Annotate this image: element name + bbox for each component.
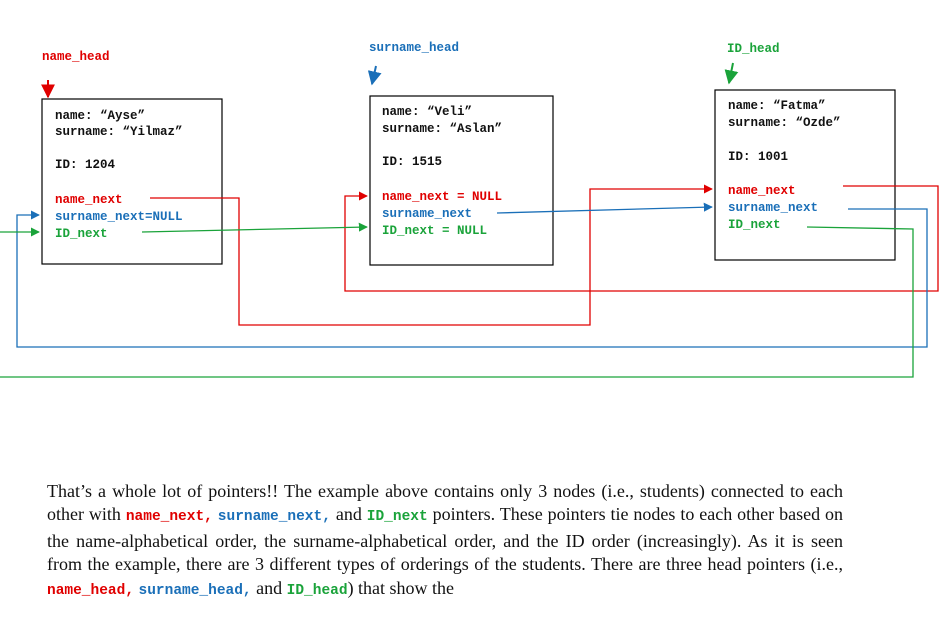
ayse-name-next-pointer (150, 184, 713, 326)
node-box-veli (369, 95, 554, 266)
code-id-head: ID_head (286, 582, 348, 599)
node2-id: ID: 1515 (382, 155, 442, 169)
node-box-ayse (41, 98, 223, 265)
node3-id: ID: 1001 (728, 150, 788, 164)
code-name-next: name_next, (125, 509, 213, 526)
paragraph-text-5: ) that show the (347, 577, 455, 598)
node-box-fatma (714, 89, 896, 261)
name-head-label: name_head (42, 50, 110, 64)
node3-name-next: name_next (728, 184, 796, 198)
node2-name: name: “Veli” (382, 105, 472, 119)
code-surname-head: surname_head, (138, 582, 252, 599)
paragraph-text-4: and (251, 577, 287, 598)
node3-surname: surname: “Ozde” (728, 116, 841, 130)
paragraph-text-1: That’s a whole lot of pointers!! The exa… (47, 481, 843, 525)
node1-surname: surname: “Yilmaz” (55, 125, 183, 139)
paragraph-text-3: pointers. These pointers tie nodes to ea… (47, 504, 843, 575)
node3-id-next: ID_next (728, 218, 781, 232)
node1-name: name: “Ayse” (55, 109, 145, 123)
linked-list-diagram: name_head surname_head ID_head name: “Ay… (0, 41, 939, 378)
fatma-id-next-pointer (0, 226, 914, 378)
node1-id-next: ID_next (55, 227, 108, 241)
id-head-label: ID_head (727, 42, 780, 56)
node3-surname-next: surname_next (728, 201, 818, 215)
surname-head-label: surname_head (369, 41, 459, 55)
node3-name: name: “Fatma” (728, 99, 826, 113)
ayse-id-next-pointer (141, 222, 368, 233)
fatma-name-next-pointer (344, 185, 939, 292)
code-name-head: name_head, (47, 582, 135, 599)
node1-surname-next: surname_next=NULL (55, 210, 183, 224)
node2-surname: surname: “Aslan” (382, 122, 502, 136)
node1-id: ID: 1204 (55, 158, 116, 172)
node2-id-next: ID_next = NULL (382, 224, 487, 238)
code-id-next: ID_next (366, 509, 428, 526)
veli-surname-next-pointer (496, 202, 713, 214)
fatma-surname-next-pointer (16, 208, 928, 348)
paragraph-text-2: and (330, 504, 367, 525)
explanation-paragraph: That’s a whole lot of pointers!! The exa… (47, 480, 843, 603)
node2-surname-next: surname_next (382, 207, 472, 221)
surname-head-arrow (367, 65, 382, 86)
id-head-arrow (724, 62, 739, 85)
node1-name-next: name_next (55, 193, 123, 207)
code-surname-next: surname_next, (217, 509, 331, 526)
node2-name-next: name_next = NULL (382, 190, 502, 204)
